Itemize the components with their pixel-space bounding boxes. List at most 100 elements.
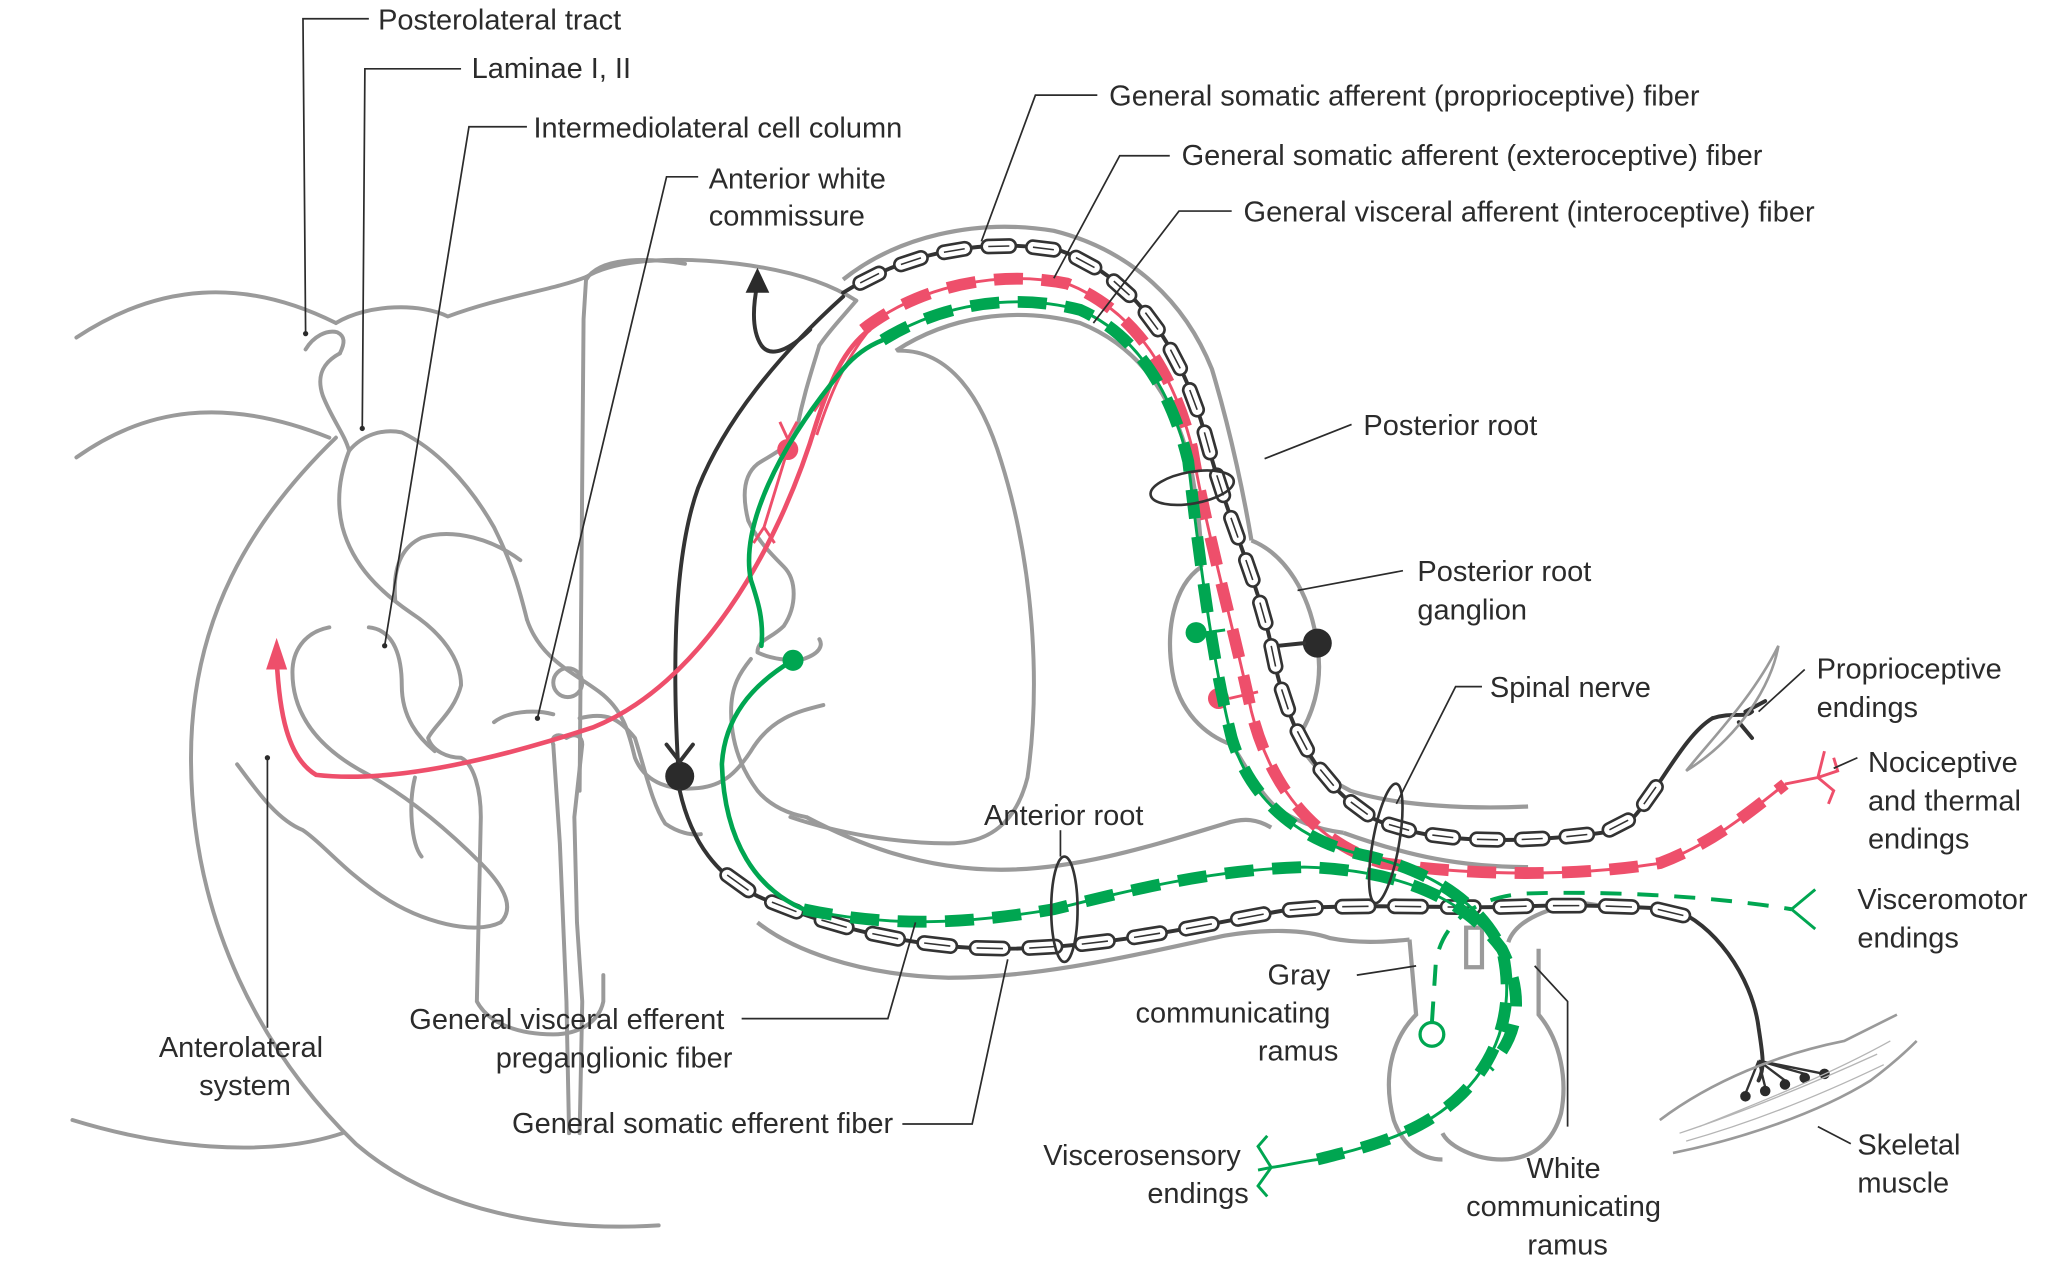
leader-dot <box>360 426 365 431</box>
lamina-ii-outline <box>349 431 527 619</box>
leader-gsa-proprioceptive <box>981 95 1097 241</box>
label-anterior-root: Anterior root <box>984 800 1143 832</box>
leader-dot <box>535 716 540 721</box>
line: ramus <box>1258 1036 1339 1068</box>
myelin-segment-core <box>977 948 1003 949</box>
proprioceptive-arrowhead <box>746 268 770 293</box>
myelin-segment-core <box>1500 906 1526 907</box>
label-posterolateral-tract: Posterolateral tract <box>378 4 621 36</box>
nociceptive-terminals <box>1785 751 1838 804</box>
proprioceptive-ascending-branch <box>754 284 810 352</box>
leader-skeletal-muscle <box>1818 1127 1851 1144</box>
leader-gva-interoceptive <box>1093 211 1231 323</box>
myelin-segment-core <box>1522 838 1543 839</box>
label-gve-preganglionic: General visceral efferent preganglionic … <box>409 1004 732 1074</box>
line: endings <box>1868 824 1969 856</box>
leader-laminae <box>362 69 461 429</box>
line: endings <box>1817 692 1918 724</box>
line: preganglionic fiber <box>496 1042 733 1074</box>
cord-outer-arc-mid <box>76 412 329 457</box>
line: General visceral efferent <box>409 1004 724 1036</box>
leader-posterior-root-ganglion <box>1298 571 1403 591</box>
posterior-root-sheath-inner <box>896 315 1202 567</box>
line: endings <box>1147 1178 1248 1210</box>
line: endings <box>1857 922 1958 954</box>
proprioceptive-ganglion-cell <box>1303 629 1332 658</box>
posterolateral-tract-outline <box>306 332 344 354</box>
label-gsa-exteroceptive: General somatic afferent (exteroceptive)… <box>1182 140 1763 172</box>
line: Posterior root <box>1417 556 1591 588</box>
spindle-outline <box>1686 646 1778 771</box>
label-white-ramus: White communicating ramus <box>1466 1153 1669 1256</box>
line: ganglion <box>1417 594 1527 626</box>
muscle-spindle <box>1686 646 1778 771</box>
label-laminae: Laminae I, II <box>472 53 631 85</box>
line: White <box>1527 1153 1601 1185</box>
line: communicating <box>1135 998 1330 1030</box>
line: Anterolateral <box>159 1032 323 1064</box>
line: communicating <box>1466 1191 1661 1223</box>
label-gsa-proprioceptive: General somatic afferent (proprioceptive… <box>1109 81 1700 113</box>
proprioceptive-ganglion-stem <box>1278 643 1304 646</box>
label-gse: General somatic efferent fiber <box>512 1108 893 1140</box>
line: Proprioceptive <box>1817 654 2002 686</box>
line: ramus <box>1527 1229 1608 1256</box>
leader-dot <box>265 755 270 760</box>
viscerosensory-terminals <box>1258 1136 1271 1197</box>
somatic-motor-neuron-soma <box>665 762 694 791</box>
anterolateral-tract-axon <box>277 330 870 777</box>
endplate-1 <box>1740 1091 1751 1102</box>
leader-posterior-root <box>1265 424 1352 458</box>
line: Nociceptive <box>1868 747 2018 779</box>
visceral-afferent-central <box>749 340 883 646</box>
leader-dot <box>382 643 387 648</box>
leader-proprioceptive-endings <box>1759 669 1805 711</box>
endplate-2 <box>1760 1086 1771 1097</box>
label-visceromotor-endings: Visceromotor endings <box>1857 884 2035 954</box>
ventral-horn-right <box>731 659 806 817</box>
leader-gray-ramus <box>1357 966 1416 975</box>
line: Gray <box>1268 959 1331 991</box>
line: muscle <box>1857 1167 1949 1199</box>
leader-dot <box>303 331 308 336</box>
label-proprioceptive-endings: Proprioceptive endings <box>1817 654 2010 724</box>
leader-posterolateral-tract <box>303 19 369 334</box>
line: commissure <box>709 201 865 233</box>
myelin-segment-core <box>1606 906 1632 907</box>
label-anterolateral-system: Anterolateral system <box>159 1032 331 1102</box>
gray-ramus-box <box>1466 928 1482 968</box>
ventral-gray-left-lobe <box>411 778 421 857</box>
label-viscerosensory-endings: Viscerosensory endings <box>1043 1140 1249 1210</box>
cord-right-oval <box>790 351 1033 844</box>
line: Viscerosensory <box>1043 1140 1241 1172</box>
line: system <box>199 1070 291 1102</box>
proprioceptive-root-path <box>843 246 1712 840</box>
label-skeletal-muscle: Skeletal muscle <box>1857 1129 1968 1199</box>
label-anterior-white-commissure: Anterior white commissure <box>709 164 894 233</box>
label-intermediolateral: Intermediolateral cell column <box>534 112 903 144</box>
line: Anterior white <box>709 164 886 196</box>
cord-outer-arc-lower <box>72 1120 342 1148</box>
motor-neuron-dendrites <box>667 745 693 762</box>
cord-right-white-matter <box>819 301 856 346</box>
label-posterior-root: Posterior root <box>1363 410 1537 442</box>
label-posterior-root-ganglion: Posterior root ganglion <box>1417 556 1599 626</box>
label-spinal-nerve: Spinal nerve <box>1490 672 1651 704</box>
exteroceptive-central-branch <box>814 330 869 435</box>
label-gva-interoceptive: General visceral afferent (interoceptive… <box>1244 197 1815 229</box>
leader-spinal-nerve <box>1396 687 1482 804</box>
anterolateral-arrowhead <box>266 638 287 670</box>
label-nociceptive-endings: Nociceptive and thermal endings <box>1868 747 2029 855</box>
dorsal-horn-right <box>745 345 821 660</box>
leader-nociceptive-endings <box>1834 758 1858 769</box>
postganglionic-neuron <box>1420 1023 1444 1047</box>
line: and thermal <box>1868 785 2021 817</box>
label-gray-ramus: Gray communicating ramus <box>1135 959 1338 1067</box>
anterior-median-fissure-left <box>553 745 569 1134</box>
ventral-horn-inner <box>369 627 435 751</box>
cord-outer-arc-upper <box>76 292 336 337</box>
gsa-exteroceptive-fiber <box>266 279 1838 873</box>
anterior-commissure-outline <box>494 712 553 723</box>
leader-gse <box>902 959 1007 1124</box>
